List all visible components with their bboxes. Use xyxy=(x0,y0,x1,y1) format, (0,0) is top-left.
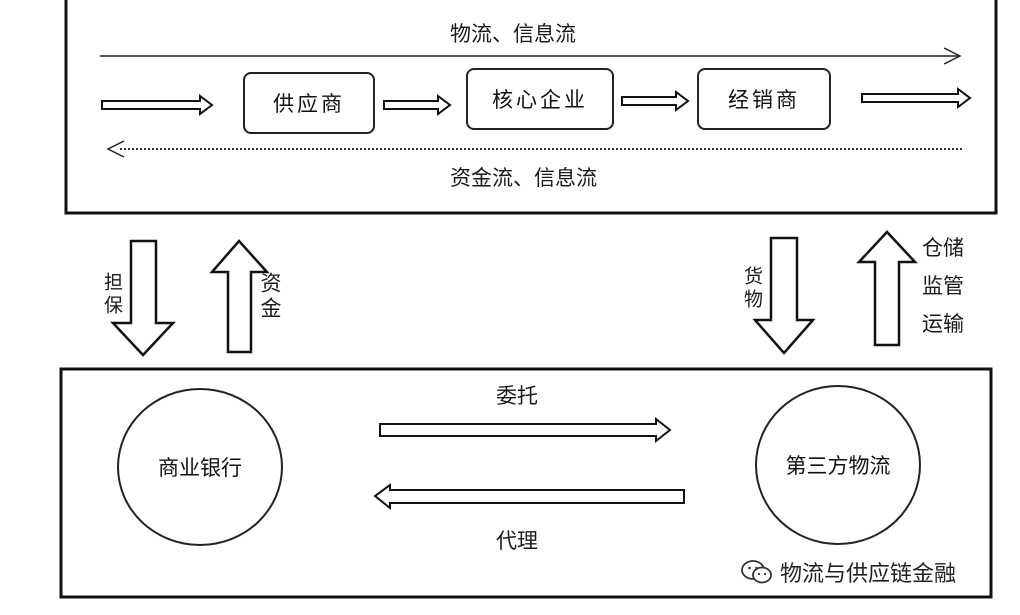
guarantee-label: 担保 xyxy=(101,272,123,318)
chain-arrow-2 xyxy=(383,94,452,116)
material-info-flow-arrowhead xyxy=(943,47,962,65)
capital-info-flow-arrowhead xyxy=(106,140,125,158)
guarantee-arrow xyxy=(110,239,176,357)
entrust-label: 委托 xyxy=(496,384,538,408)
entrust-arrow xyxy=(379,416,672,444)
services-arrow xyxy=(856,230,918,347)
distributor-node: 经销商 xyxy=(697,68,831,130)
funds-label: 资金 xyxy=(258,272,282,322)
bottom-panel-frame xyxy=(59,367,993,599)
top-panel-frame xyxy=(64,0,998,215)
chain-arrow-1 xyxy=(101,94,214,116)
commercial-bank-node: 商业银行 xyxy=(117,388,283,546)
watermark-text: 物流与供应链金融 xyxy=(780,562,957,587)
supplier-node: 供应商 xyxy=(243,72,375,134)
capital-info-flow-label: 资金流、信息流 xyxy=(450,166,597,190)
chain-arrow-3 xyxy=(621,90,690,112)
goods-arrow xyxy=(752,236,816,355)
third-party-logistics-node: 第三方物流 xyxy=(755,385,921,545)
agency-label: 代理 xyxy=(496,529,538,553)
service-warehousing: 仓储 xyxy=(922,236,964,260)
service-supervision: 监管 xyxy=(922,274,964,298)
wechat-icon xyxy=(741,560,772,584)
goods-label: 货物 xyxy=(741,266,763,312)
agency-arrow xyxy=(373,483,685,511)
services-label: 仓储 监管 运输 xyxy=(922,229,964,343)
service-transport: 运输 xyxy=(922,312,964,336)
chain-arrow-4 xyxy=(861,87,972,109)
core-enterprise-node: 核心企业 xyxy=(466,68,614,130)
material-info-flow-label: 物流、信息流 xyxy=(450,22,576,46)
funds-arrow xyxy=(209,239,270,354)
watermark: 物流与供应链金融 xyxy=(740,556,956,588)
